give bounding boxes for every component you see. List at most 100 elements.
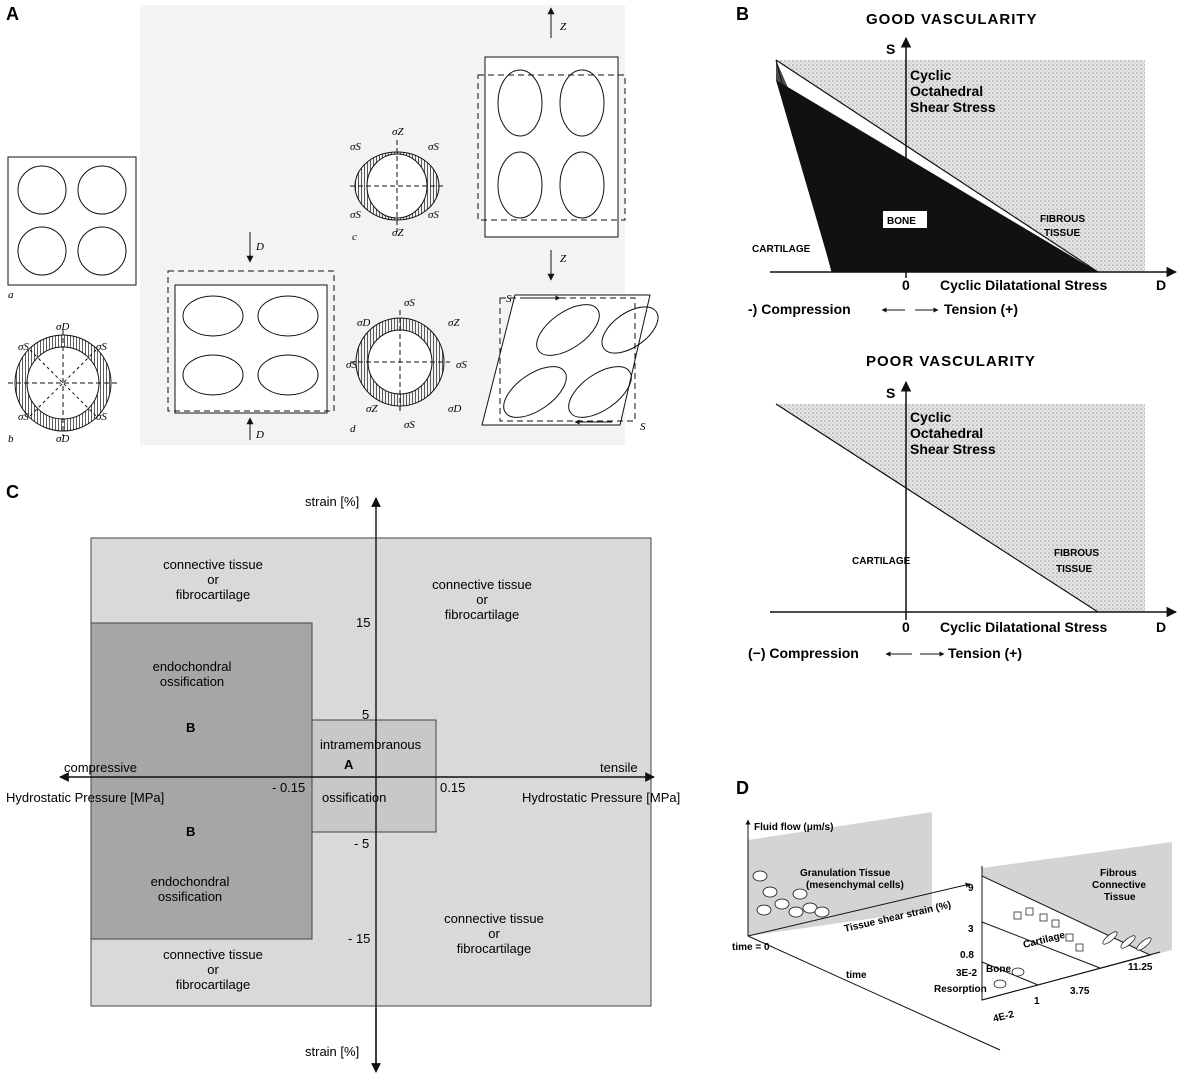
diagram-d-compression: D D bbox=[167, 232, 335, 441]
label-b-bottom: B bbox=[186, 824, 195, 839]
diagram-a: a bbox=[7, 156, 137, 301]
sub-label-a: a bbox=[8, 289, 14, 301]
time0-label: time = 0 bbox=[732, 942, 770, 953]
tick-y15: 15 bbox=[356, 615, 370, 630]
sigma-d-s2: σS bbox=[346, 359, 357, 371]
good-ylabel-3: Shear Stress bbox=[910, 99, 996, 115]
bone-region-good bbox=[776, 80, 1098, 272]
load-z-bottom: Z bbox=[560, 253, 567, 265]
fluid-flow-label: Fluid flow (μm/s) bbox=[754, 822, 833, 833]
compressive-label: compressive bbox=[64, 760, 137, 775]
x-tick-1: 1 bbox=[1034, 996, 1040, 1007]
load-s-bottom: S bbox=[640, 421, 646, 433]
poor-fibrous-label-1: FIBROUS bbox=[1054, 548, 1099, 559]
good-origin: 0 bbox=[902, 277, 910, 293]
poor-cartilage-label: CARTILAGE bbox=[852, 556, 911, 567]
svg-text:or: or bbox=[207, 962, 219, 977]
fibrous-label-1: Fibrous bbox=[1100, 868, 1137, 879]
sigma-c-s1: σS bbox=[350, 141, 361, 153]
ossification-label: ossification bbox=[322, 790, 386, 805]
sigma-b-3: σS bbox=[96, 341, 107, 353]
poor-ylabel-2: Octahedral bbox=[910, 425, 983, 441]
fibrous-label-2: Connective bbox=[1092, 880, 1146, 891]
mesenchymal-cells bbox=[752, 870, 830, 918]
sigma-c-s3: σS bbox=[350, 209, 361, 221]
poor-xaxis-label: Cyclic Dilatational Stress bbox=[940, 619, 1108, 635]
strain-label-bottom: strain [%] bbox=[305, 1044, 359, 1059]
poor-d-letter: D bbox=[1156, 619, 1166, 635]
endochondral-region bbox=[90, 622, 313, 940]
sigma-b-1: σD bbox=[56, 321, 69, 333]
differentiation-cells bbox=[993, 907, 1152, 989]
granulation-plane bbox=[748, 812, 932, 936]
sub-label-d: d bbox=[350, 423, 356, 435]
diagram-b: b σD σS σS σS σS σD bbox=[8, 321, 120, 445]
tick-ym5: - 5 bbox=[354, 836, 369, 851]
sigma-d-z1: σZ bbox=[448, 317, 460, 329]
svg-text:fibrocartilage: fibrocartilage bbox=[176, 977, 250, 992]
sigma-d-z2: σZ bbox=[366, 403, 378, 415]
connective-label-top-left: connective tissue or fibrocartilage bbox=[163, 557, 263, 602]
diagram-d-shear: d σS σD σZ σS σS σZ σD σS bbox=[346, 297, 467, 435]
granulation-label-1: Granulation Tissue bbox=[800, 868, 891, 879]
sigma-c-z1: σZ bbox=[392, 126, 404, 138]
poor-fibrous-label-2: TISSUE bbox=[1056, 564, 1092, 575]
panel-b: B GOOD VASCULARITY S Cyclic Octahedral S… bbox=[736, 4, 1178, 661]
good-xaxis-label: Cyclic Dilatational Stress bbox=[940, 277, 1108, 293]
sigma-b-6: σD bbox=[56, 433, 69, 445]
sub-label-b: b bbox=[8, 433, 14, 445]
fibrous-region-good bbox=[776, 60, 1145, 272]
connective-label-top-right: connective tissue or fibrocartilage bbox=[432, 577, 532, 622]
panel-d-letter: D bbox=[736, 778, 749, 798]
endochondral-label-top: endochondral ossification bbox=[153, 659, 232, 689]
intramembranous-region bbox=[311, 719, 437, 833]
poor-ylabel-1: Cyclic bbox=[910, 409, 951, 425]
endochondral-label-bottom: endochondral ossification bbox=[151, 874, 230, 904]
diagram-z-tension: Z Z bbox=[477, 7, 626, 281]
resorption-label: Resorption bbox=[934, 984, 987, 995]
sigma-b-4: σS bbox=[18, 411, 29, 423]
svg-text:ossification: ossification bbox=[158, 889, 222, 904]
sigma-d-d2: σD bbox=[448, 403, 461, 415]
sigma-d-d1: σD bbox=[357, 317, 370, 329]
poor-title: POOR VASCULARITY bbox=[866, 353, 1036, 370]
sigma-d-s3: σS bbox=[456, 359, 467, 371]
svg-text:fibrocartilage: fibrocartilage bbox=[457, 941, 531, 956]
svg-text:or: or bbox=[207, 572, 219, 587]
good-compression: -) Compression bbox=[748, 301, 851, 317]
connective-label-bottom-left: connective tissue or fibrocartilage bbox=[163, 947, 263, 992]
label-b-top: B bbox=[186, 720, 195, 735]
hp-label-right: Hydrostatic Pressure [MPa] bbox=[522, 790, 680, 805]
intramembranous-label: intramembranous bbox=[320, 737, 422, 752]
sigma-c-s4: σS bbox=[428, 209, 439, 221]
y-tick-9: 9 bbox=[968, 883, 974, 894]
diagram-c: c σZ σZ σS σS σS σS bbox=[350, 126, 444, 243]
hp-label-left: Hydrostatic Pressure [MPa] bbox=[6, 790, 164, 805]
panel-b-letter: B bbox=[736, 4, 749, 24]
svg-text:or: or bbox=[488, 926, 500, 941]
poor-vascularity-chart: POOR VASCULARITY S Cyclic Octahedral She… bbox=[748, 353, 1178, 661]
y-tick-08: 0.8 bbox=[960, 950, 974, 961]
connective-label-bottom-right: connective tissue or fibrocartilage bbox=[444, 911, 544, 956]
good-d-letter: D bbox=[1156, 277, 1166, 293]
load-d-bottom: D bbox=[255, 429, 264, 441]
sigma-d-s4: σS bbox=[404, 419, 415, 431]
good-ylabel-2: Octahedral bbox=[910, 83, 983, 99]
svg-text:connective tissue: connective tissue bbox=[163, 557, 263, 572]
sigma-b-5: σS bbox=[96, 411, 107, 423]
svg-text:fibrocartilage: fibrocartilage bbox=[445, 607, 519, 622]
x-tick-1125: 11.25 bbox=[1128, 962, 1153, 973]
fibrous-region-poor bbox=[776, 404, 1145, 612]
good-title: GOOD VASCULARITY bbox=[866, 11, 1038, 28]
tick-ym15: - 15 bbox=[348, 931, 370, 946]
bone-label: Bone bbox=[986, 964, 1011, 975]
poor-tension: Tension (+) bbox=[948, 645, 1022, 661]
poor-origin: 0 bbox=[902, 619, 910, 635]
diagram-s-shear: S S bbox=[481, 293, 659, 433]
x-tick-4e2: 4E-2 bbox=[992, 1009, 1016, 1025]
granulation-label-2: (mesenchymal cells) bbox=[806, 880, 904, 891]
load-d-top: D bbox=[255, 241, 264, 253]
good-vascularity-chart: GOOD VASCULARITY S Cyclic Octahedral She… bbox=[748, 11, 1178, 317]
svg-text:endochondral: endochondral bbox=[151, 874, 230, 889]
